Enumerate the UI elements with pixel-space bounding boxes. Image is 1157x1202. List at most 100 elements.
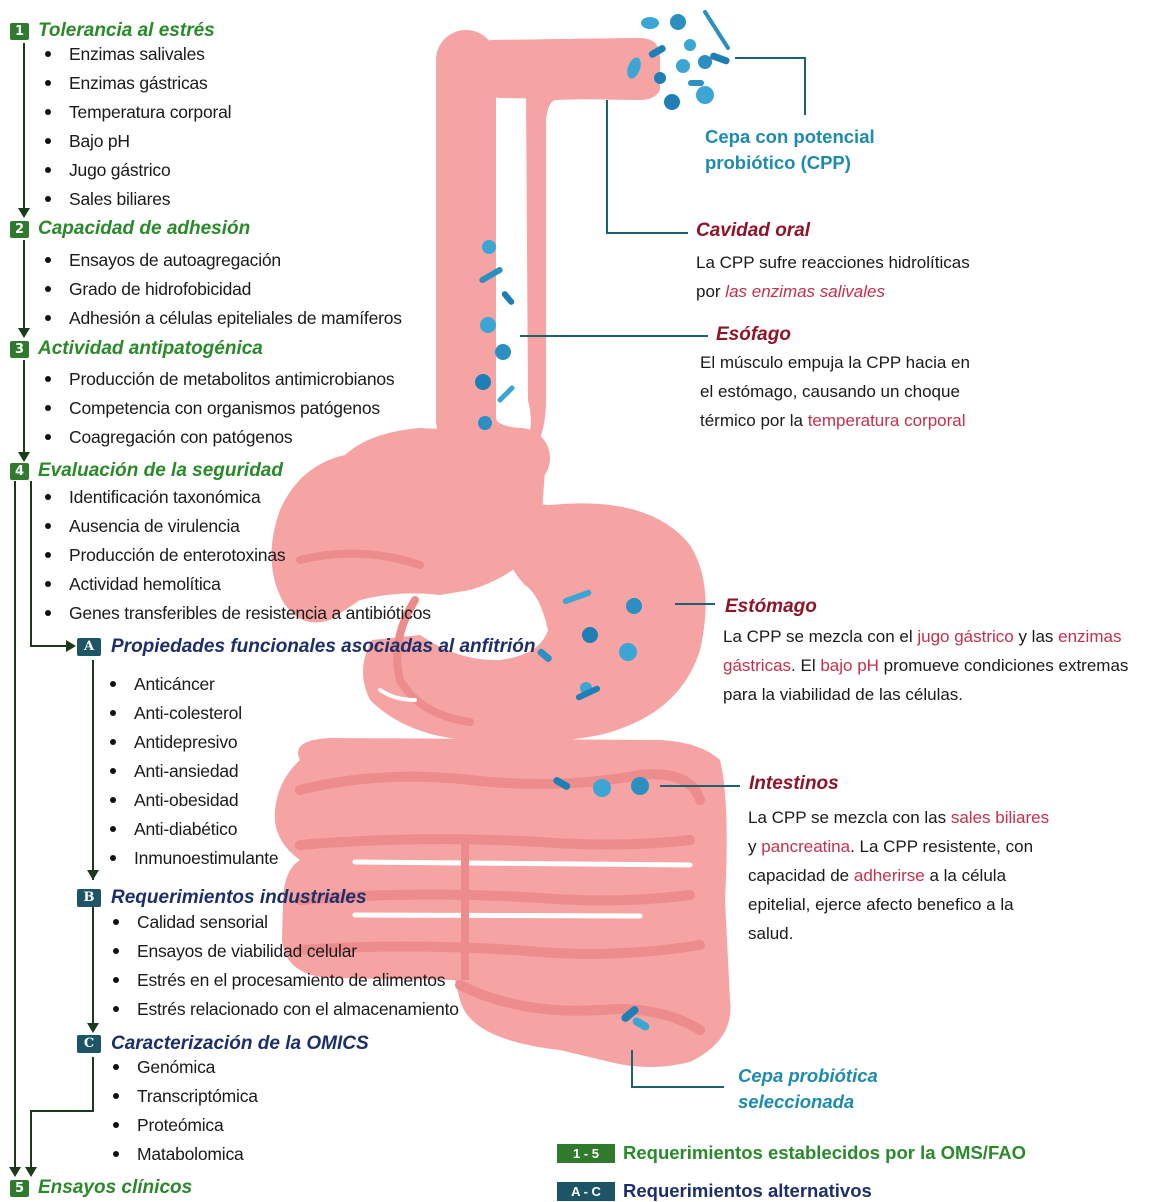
organ-text-line: para la viabilidad de las células. [723,680,1128,709]
list-item: Estrés en el procesamiento de alimentos [111,967,459,996]
subsection-a-title: Propiedades funcionales asociadas al anf… [111,636,535,658]
highlighted-term: adherirse [854,866,925,885]
section-5-title: Ensayos clínicos [38,1177,192,1199]
text-segment: . El [791,656,820,675]
organ-text-line: El músculo empuja la CPP hacia en [700,348,970,377]
cpp-connector-line [735,58,805,115]
text-segment: promueve condiciones extremas [879,656,1128,675]
organ-text-intestines: La CPP se mezcla con las sales biliaresy… [748,803,1049,948]
organ-text-line: La CPP se mezcla con el jugo gástrico y … [723,622,1128,651]
section-1-title: Tolerancia al estrés [38,20,215,42]
list-item: Calidad sensorial [111,909,459,938]
list-item: Coagregación con patógenos [43,424,394,453]
list-item: Ausencia de virulencia [43,513,431,542]
selected-strain-label-line: Cepa probiótica [738,1063,878,1089]
text-segment: La CPP se mezcla con las [748,808,951,827]
text-segment: y [748,837,761,856]
list-item: Identificación taxonómica [43,484,431,513]
organ-title-oral-cavity: Cavidad oral [696,220,810,242]
highlighted-term: las enzimas salivales [725,282,885,301]
legend-who-fao: 1 - 5 Requerimientos establecidos por la… [557,1142,1026,1164]
organ-title-intestines: Intestinos [749,773,839,795]
list-item: Antidepresivo [108,729,278,758]
text-segment: La CPP sufre reacciones hidrolíticas [696,253,970,272]
section-1-header: 1 Tolerancia al estrés [10,20,215,42]
list-item: Grado de hidrofobicidad [43,276,402,305]
text-segment: La CPP se mezcla con el [723,627,917,646]
text-segment: capacidad de [748,866,854,885]
legend-badge-green: 1 - 5 [557,1144,615,1163]
list-item: Producción de metabolitos antimicrobiano… [43,366,394,395]
organ-text-line: y pancreatina. La CPP resistente, con [748,832,1049,861]
list-item: Ensayos de viabilidad celular [111,938,459,967]
list-item: Anti-diabético [108,816,278,845]
list-item: Genes transferibles de resistencia a ant… [43,600,431,629]
section-3-badge: 3 [10,341,29,358]
list-item: Anti-obesidad [108,787,278,816]
section-3-list: Producción de metabolitos antimicrobiano… [43,366,394,453]
legend-badge-teal: A - C [557,1182,615,1201]
section-2-title: Capacidad de adhesión [38,218,250,240]
organ-title-esophagus: Esófago [716,324,791,346]
oral-cavity-connector-line [607,100,688,233]
text-segment: El músculo empuja la CPP hacia en [700,353,970,372]
list-item: Genómica [111,1054,258,1083]
arrowhead-2 [18,208,30,218]
list-item: Matabolomica [111,1141,258,1170]
organ-text-line: salud. [748,919,1049,948]
list-item: Anti-colesterol [108,700,278,729]
section-1-list: Enzimas salivales Enzimas gástricas Temp… [43,41,231,215]
cpp-label-line: probiótico (CPP) [705,150,875,176]
section-5-header: 5 Ensayos clínicos [10,1177,192,1199]
legend-text-alternative: Requerimientos alternativos [623,1180,872,1202]
subsection-c-header: C Caracterización de la OMICS [77,1033,369,1055]
highlighted-term: temperatura corporal [808,411,966,430]
subsection-b-header: B Requerimientos industriales [77,887,367,909]
organ-text-line: gástricas. El bajo pH promueve condicion… [723,651,1128,680]
list-item: Inmunoestimulante [108,845,278,874]
section-3-header: 3 Actividad antipatogénica [10,338,263,360]
cpp-label: Cepa con potencial probiótico (CPP) [705,124,875,176]
highlighted-term: jugo gástrico [917,627,1013,646]
organ-text-stomach: La CPP se mezcla con el jugo gástrico y … [723,622,1128,709]
text-segment: salud. [748,924,793,943]
list-item: Enzimas gástricas [43,70,231,99]
selected-strain-label: Cepa probiótica seleccionada [738,1063,878,1115]
text-segment: para la viabilidad de las células. [723,685,963,704]
organ-text-line: térmico por la temperatura corporal [700,406,970,435]
text-segment: . La CPP resistente, con [850,837,1033,856]
section-2-badge: 2 [10,221,29,238]
arrowhead-a [66,640,76,652]
arrowhead-5-outer [9,1167,21,1177]
section-4-header: 4 Evaluación de la seguridad [10,460,283,482]
list-item: Jugo gástrico [43,157,231,186]
legend-text-who-fao: Requerimientos establecidos por la OMS/F… [623,1142,1026,1164]
highlighted-term: bajo pH [820,656,879,675]
text-segment: a la célula [925,866,1006,885]
list-item: Competencia con organismos patógenos [43,395,394,424]
list-item: Producción de enterotoxinas [43,542,431,571]
list-item: Adhesión a células epiteliales de mamífe… [43,305,402,334]
list-item: Enzimas salivales [43,41,231,70]
subsection-c-list: Genómica Transcriptómica Proteómica Mata… [111,1054,258,1170]
organ-text-line: La CPP se mezcla con las sales biliares [748,803,1049,832]
section-4-badge: 4 [10,463,29,480]
arrowhead-c [87,1023,99,1033]
subsection-a-list: Anticáncer Anti-colesterol Antidepresivo… [108,671,278,874]
list-item: Sales biliares [43,186,231,215]
section-4-title: Evaluación de la seguridad [38,460,283,482]
arrowhead-5-inner [25,1167,37,1177]
section-4-list: Identificación taxonómica Ausencia de vi… [43,484,431,629]
list-item: Transcriptómica [111,1083,258,1112]
subsection-c-title: Caracterización de la OMICS [111,1033,369,1055]
list-item: Ensayos de autoagregación [43,247,402,276]
list-item: Proteómica [111,1112,258,1141]
selected-strain-label-line: seleccionada [738,1089,878,1115]
highlighted-term: sales biliares [951,808,1049,827]
list-item: Estrés relacionado con el almacenamiento [111,996,459,1025]
subsection-b-title: Requerimientos industriales [111,887,367,909]
highlighted-term: pancreatina [761,837,850,856]
list-item: Temperatura corporal [43,99,231,128]
